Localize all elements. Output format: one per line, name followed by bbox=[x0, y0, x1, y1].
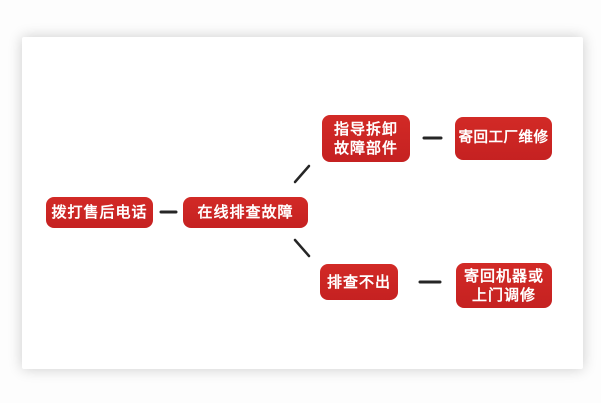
node-return-machine-or-onsite: 寄回机器或 上门调修 bbox=[456, 263, 552, 308]
node-call-hotline: 拨打售后电话 bbox=[46, 197, 153, 228]
node-guided-disassembly: 指导拆卸 故障部件 bbox=[322, 115, 410, 162]
node-online-troubleshoot: 在线排查故障 bbox=[183, 197, 308, 228]
node-troubleshoot-failed: 排查不出 bbox=[320, 264, 398, 300]
node-return-to-factory: 寄回工厂维修 bbox=[455, 117, 552, 160]
